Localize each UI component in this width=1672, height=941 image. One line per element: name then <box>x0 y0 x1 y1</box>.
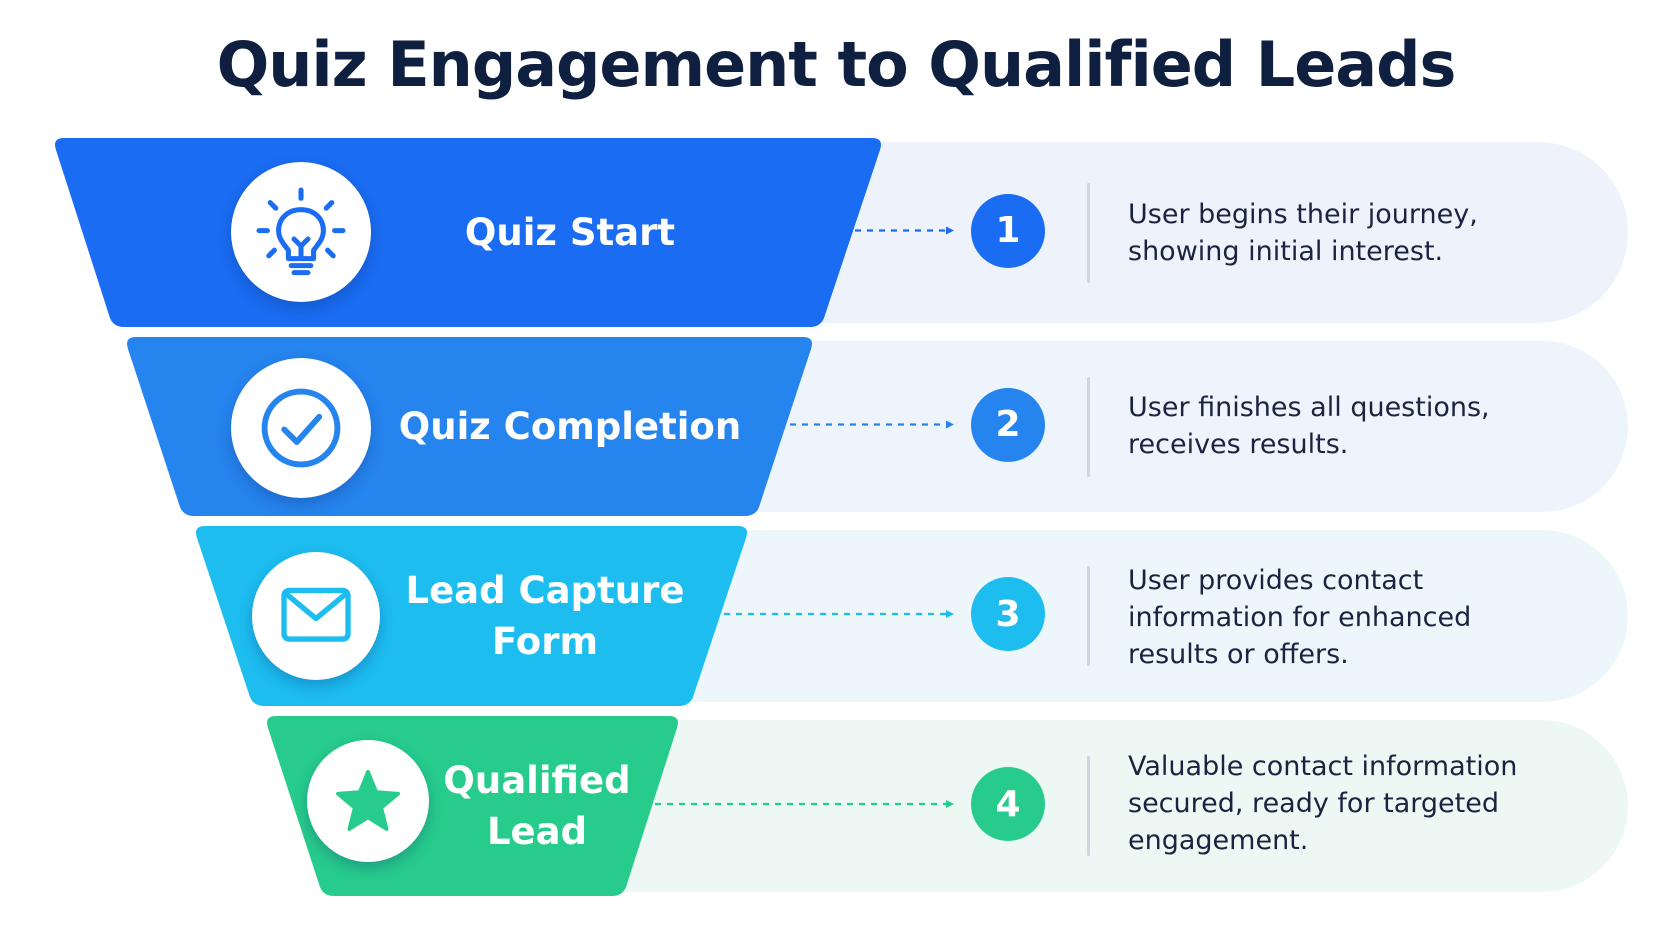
description-line: User finishes all questions, <box>1128 392 1490 423</box>
description-panel <box>570 530 1628 702</box>
stage-icon-circle <box>231 162 371 302</box>
divider <box>1087 756 1090 856</box>
description-line: User begins their journey, <box>1128 199 1478 230</box>
stage-label: Lead Capture Form <box>380 565 710 667</box>
lightbulb-icon <box>256 187 346 276</box>
description-panel <box>501 720 1628 892</box>
stage-description: User finishes all questions, receives re… <box>1128 389 1548 463</box>
stage-description: User begins their journey, showing initi… <box>1128 196 1548 270</box>
stage-label: Quiz Start <box>390 207 750 258</box>
description-line: Valuable contact information <box>1128 751 1518 782</box>
step-number-badge: 1 <box>971 193 1045 268</box>
description-line: User provides contact <box>1128 565 1424 596</box>
step-number-badge: 3 <box>971 577 1045 651</box>
star-icon <box>336 769 400 831</box>
stage-label: Qualified Lead <box>412 755 662 857</box>
envelope-icon <box>281 587 351 642</box>
lightbulb-icon <box>231 162 371 302</box>
stage-label-line: Lead <box>486 810 588 853</box>
stage-icon-circle <box>307 740 429 862</box>
check-circle-icon <box>231 358 371 498</box>
description-line: receives results. <box>1128 429 1349 460</box>
description-line: results or offers. <box>1128 639 1349 670</box>
stage-label-line: Form <box>492 620 598 663</box>
page-title: Quiz Engagement to Qualified Leads <box>216 28 1457 101</box>
description-line: information for enhanced <box>1128 602 1472 633</box>
stage-label-line: Lead Capture <box>405 569 685 612</box>
stage-icon-circle <box>252 552 380 680</box>
stage-description: Valuable contact information secured, re… <box>1128 748 1548 859</box>
stage-label-line: Qualified <box>443 759 631 802</box>
stage-description: User provides contact information for en… <box>1128 562 1548 673</box>
stage-label-line: Quiz Completion <box>398 404 742 448</box>
stage-icon-circle <box>231 358 371 498</box>
envelope-icon <box>252 552 380 680</box>
divider <box>1087 376 1090 477</box>
description-line: secured, ready for targeted <box>1128 788 1499 819</box>
description-line: engagement. <box>1128 825 1309 856</box>
stage-label-line: Quiz Start <box>464 210 676 254</box>
star-icon <box>307 740 429 862</box>
check-circle-icon <box>261 388 341 468</box>
divider <box>1087 566 1090 666</box>
step-number-badge: 2 <box>971 387 1045 462</box>
step-number-badge: 4 <box>971 767 1045 841</box>
stage-label: Quiz Completion <box>390 401 750 452</box>
divider <box>1087 182 1090 283</box>
description-line: showing initial interest. <box>1128 236 1444 267</box>
